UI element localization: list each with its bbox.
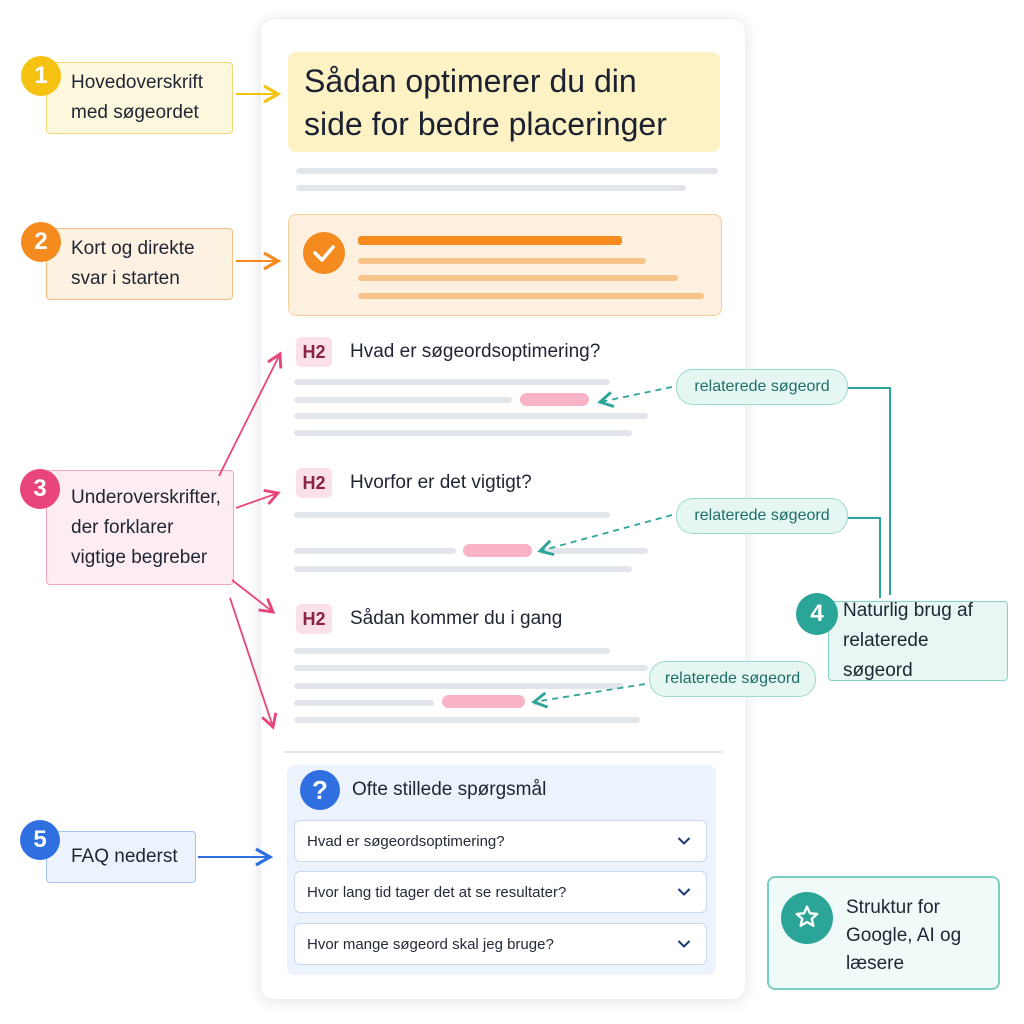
h2-badge: H2 <box>296 604 332 634</box>
h2-badge: H2 <box>296 468 332 498</box>
divider <box>284 751 722 753</box>
callout-number-2: 2 <box>21 222 61 262</box>
h2-badge: H2 <box>296 337 332 367</box>
text-line <box>294 717 640 723</box>
check-icon <box>303 232 345 274</box>
callout-4-line-2: relaterede søgeord <box>843 630 929 681</box>
answer-line <box>358 293 704 299</box>
faq-question: Hvor lang tid tager det at se resultater… <box>307 883 567 901</box>
callout-5-line-1: FAQ nederst <box>71 846 178 867</box>
title-line-1: Sådan optimerer du din <box>304 63 637 99</box>
text-line <box>294 648 610 654</box>
answer-line <box>358 275 678 281</box>
keyword-arrow-3 <box>531 683 646 709</box>
callout-number-1: 1 <box>21 56 61 96</box>
arrow-callout-3a <box>218 351 283 477</box>
section-heading: Hvorfor er det vigtigt? <box>350 472 532 493</box>
arrow-callout-3c <box>231 579 276 614</box>
text-line <box>294 548 456 554</box>
summary-line-1: Struktur for <box>846 897 940 918</box>
related-keyword-pill: relaterede søgeord <box>676 498 848 534</box>
text-line <box>294 430 632 436</box>
title-highlight <box>288 52 720 152</box>
text-line <box>294 379 610 385</box>
chevron-down-icon[interactable] <box>676 833 692 849</box>
callout-1-line-2: med søgeordet <box>71 102 199 123</box>
arrow-callout-3b <box>235 489 281 509</box>
question-icon: ? <box>300 770 340 810</box>
direct-answer-box <box>288 214 722 316</box>
callout-2-line-1: Kort og direkte <box>71 238 195 259</box>
chevron-down-icon[interactable] <box>676 884 692 900</box>
callout-3-line-2: der forklarer <box>71 516 174 538</box>
bracket-connector-2 <box>848 517 881 598</box>
answer-line <box>358 258 646 264</box>
star-icon <box>781 892 833 944</box>
text-line <box>294 700 434 706</box>
page-title: Sådan optimerer du din side for bedre pl… <box>304 60 714 146</box>
faq-item[interactable]: Hvad er søgeordsoptimering? <box>294 820 707 862</box>
summary-line-2: Google, AI og <box>846 925 962 946</box>
section-heading: Sådan kommer du i gang <box>350 608 563 629</box>
arrow-callout-3d <box>229 597 278 730</box>
callout-3: Underoverskrifter, der forklarer vigtige… <box>46 470 234 585</box>
callout-number-5: 5 <box>20 820 60 860</box>
summary-text: Struktur for Google, AI og læsere <box>846 894 996 978</box>
text-line <box>294 665 648 671</box>
callout-1-line-1: Hovedoverskrift <box>71 72 203 93</box>
faq-question: Hvad er søgeordsoptimering? <box>307 832 505 850</box>
keyword-highlight <box>463 544 532 557</box>
chevron-down-icon[interactable] <box>676 936 692 952</box>
summary-line-3: læsere <box>846 953 905 974</box>
answer-highlight-line <box>358 236 622 245</box>
text-line <box>294 683 624 689</box>
keyword-arrow-2 <box>537 514 673 557</box>
title-line-2: side for bedre placeringer <box>304 106 667 142</box>
callout-4: Naturlig brug af relaterede søgeord <box>828 600 1008 681</box>
text-line <box>294 397 512 403</box>
keyword-highlight <box>442 695 525 708</box>
bracket-connector-1 <box>848 387 891 595</box>
text-line <box>540 548 648 554</box>
callout-2-line-2: svar i starten <box>71 268 180 289</box>
callout-1: Hovedoverskrift med søgeordet <box>46 62 233 134</box>
section-heading: Hvad er søgeordsoptimering? <box>350 341 601 362</box>
faq-item[interactable]: Hvor mange søgeord skal jeg bruge? <box>294 923 707 965</box>
related-keyword-pill: relaterede søgeord <box>676 369 848 405</box>
faq-item[interactable]: Hvor lang tid tager det at se resultater… <box>294 871 707 913</box>
text-line <box>296 185 686 191</box>
keyword-highlight <box>520 393 589 406</box>
text-line <box>294 512 610 518</box>
callout-3-line-1: Underoverskrifter, <box>71 486 221 508</box>
callout-number-4: 4 <box>796 593 838 635</box>
callout-number-3: 3 <box>20 469 60 509</box>
callout-4-line-1: Naturlig brug af <box>843 600 973 621</box>
faq-question: Hvor mange søgeord skal jeg bruge? <box>307 935 554 953</box>
faq-title: Ofte stillede spørgsmål <box>352 779 547 800</box>
text-line <box>294 413 648 419</box>
text-line <box>296 168 718 174</box>
callout-5: FAQ nederst <box>46 831 196 883</box>
related-keyword-pill: relaterede søgeord <box>649 661 816 697</box>
callout-2: Kort og direkte svar i starten <box>46 228 233 300</box>
callout-3-line-3: vigtige begreber <box>71 546 208 568</box>
keyword-arrow-1 <box>597 386 673 408</box>
text-line <box>294 566 632 572</box>
